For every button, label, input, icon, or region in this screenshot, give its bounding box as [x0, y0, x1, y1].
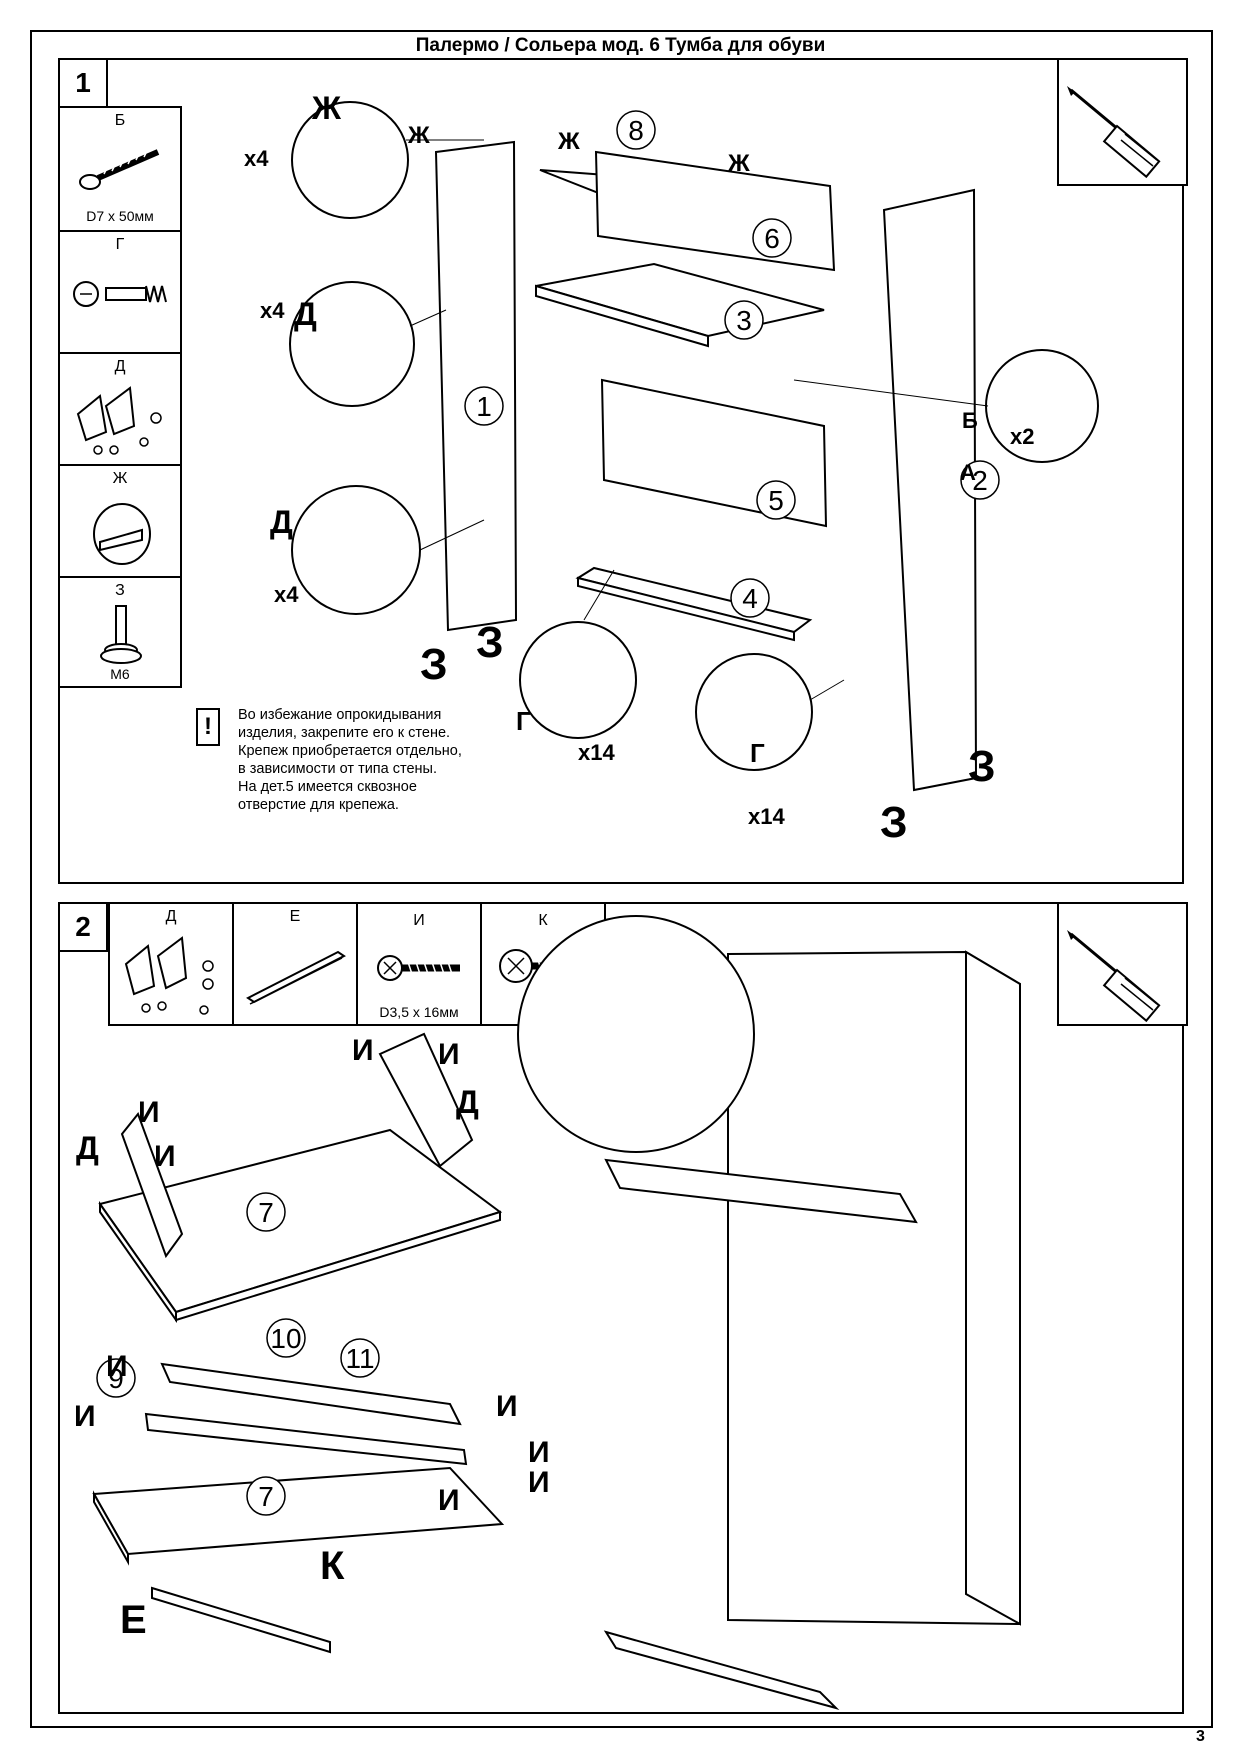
part-caption: D7 х 50мм — [86, 208, 154, 224]
part-number-3: 3 — [736, 305, 752, 336]
hinge-mechanism-icon — [76, 386, 162, 455]
part-number-4: 4 — [742, 583, 758, 614]
part-letter: Д — [114, 358, 126, 375]
part-letter: Е — [289, 908, 301, 925]
plinth-profile-icon — [246, 950, 346, 1005]
part-cell-d: Д — [58, 352, 182, 466]
warning-icon: ! — [196, 708, 220, 746]
tool-box-step-2 — [1057, 902, 1188, 1026]
warning-note: Во избежание опрокидывания изделия, закр… — [238, 706, 462, 814]
label-zh-left: Ж — [408, 122, 430, 149]
label-i-i: И — [528, 1466, 550, 1499]
label-a: А — [960, 460, 976, 485]
step-1-panel: 1 Б D7 х 50мм Г Д — [58, 58, 1188, 884]
part-number-8: 8 — [628, 115, 644, 146]
label-zh-right: Ж — [728, 150, 750, 177]
adjustable-foot-icon — [100, 605, 142, 664]
label-i-d: И — [438, 1038, 460, 1071]
label-g-right: Г — [750, 738, 765, 768]
part-cell-zh: Ж — [58, 464, 182, 578]
tool-box-step-1 — [1057, 58, 1188, 186]
step-1-number: 1 — [60, 60, 108, 108]
warning-line: изделия, закрепите его к стене. — [238, 725, 451, 741]
label-k: К — [320, 1544, 345, 1588]
screwdriver-icon — [1067, 86, 1161, 179]
label-z-1: З — [420, 640, 448, 689]
side-panel-left — [434, 140, 518, 632]
label-i-b: И — [154, 1140, 176, 1173]
wood-screw-icon — [377, 955, 460, 981]
label-d-x4-bottom: x4 — [274, 582, 299, 607]
part-caption: М6 — [110, 666, 130, 682]
part-letter: Д — [165, 908, 177, 925]
part-number-10: 10 — [270, 1323, 301, 1354]
label-g-left: Г — [516, 706, 531, 736]
label-d-top: Д — [294, 296, 317, 332]
part-number-7-lower: 7 — [258, 1481, 274, 1512]
part-number-11: 11 — [345, 1343, 374, 1374]
label-i-g: И — [496, 1390, 518, 1423]
part-letter: Ж — [112, 470, 128, 487]
part-letter: Б — [114, 112, 126, 129]
label-e: Е — [120, 1598, 147, 1642]
side-panel-right — [882, 188, 978, 792]
part-cell-g: Г — [58, 230, 182, 354]
label-z-4: З — [880, 798, 908, 847]
label-i-e: И — [106, 1350, 128, 1383]
warning-line: отверстие для крепежа. — [238, 797, 399, 813]
part-cell-z: З М6 — [58, 576, 182, 688]
document-title: Палермо / Сольера мод. 6 Тумба для обуви — [415, 35, 826, 56]
part-letter: К — [538, 912, 548, 929]
warning-line: Во избежание опрокидывания — [238, 707, 442, 723]
assembly-drawing-step-2: 7 10 11 9 7 — [92, 915, 1021, 1710]
label-i-a: И — [138, 1096, 160, 1129]
page-number: 3 — [1196, 1728, 1205, 1745]
part-number-7-upper: 7 — [258, 1197, 274, 1228]
warning-line: Крепеж приобретается отдельно, — [238, 743, 462, 759]
part-number-6: 6 — [764, 223, 780, 254]
label-zh-mid: Ж — [558, 128, 580, 155]
label-i-f: И — [74, 1400, 96, 1433]
label-d-x4-top: x4 — [260, 298, 285, 323]
label-zh-callout: Ж — [312, 90, 341, 126]
euro-screw-icon — [73, 281, 167, 307]
part-letter: И — [413, 912, 425, 929]
hinge-mechanism-icon — [124, 936, 214, 1015]
label-d-bottom: Д — [270, 504, 293, 540]
step-2-number: 2 — [60, 904, 108, 952]
label-i-h: И — [528, 1436, 550, 1469]
part-letter: З — [115, 582, 125, 599]
label-b: Б — [962, 408, 978, 433]
part-number-1: 1 — [476, 391, 492, 422]
label-z-3: З — [968, 742, 996, 791]
part-letter: Г — [115, 236, 125, 253]
step-2-panel: 2 Д Е И — [58, 902, 1188, 1714]
euro-screw-icon — [79, 148, 160, 190]
screwdriver-icon — [1067, 930, 1161, 1023]
part-number-5: 5 — [768, 485, 784, 516]
part-number-9: 9 — [108, 1363, 124, 1394]
label-g-right-x14: x14 — [748, 804, 785, 829]
warning-line: На дет.5 имеется сквозное — [238, 779, 417, 795]
label-i-c: И — [352, 1034, 374, 1067]
cam-lock-icon — [93, 503, 151, 565]
assembly-drawing-step-1: 8 6 3 1 5 2 4 — [289, 101, 1099, 792]
part-cell-d2: Д — [108, 902, 234, 1026]
label-i-j: И — [438, 1484, 460, 1517]
part-number-2: 2 — [972, 465, 988, 496]
warning-line: в зависимости от типа стены. — [238, 761, 437, 777]
label-zh-x4: x4 — [244, 146, 269, 171]
part-cell-b: Б D7 х 50мм — [58, 106, 182, 232]
label-z-2: З — [476, 618, 504, 667]
part-caption: D3,5 х 16мм — [379, 1004, 459, 1020]
label-b-x2: x2 — [1010, 424, 1035, 449]
page-frame — [30, 30, 1213, 1728]
label-d-a: Д — [76, 1130, 99, 1166]
label-g-left-x14: x14 — [578, 740, 615, 765]
part-cell-e: Е — [232, 902, 358, 1026]
label-d-b: Д — [456, 1084, 479, 1120]
